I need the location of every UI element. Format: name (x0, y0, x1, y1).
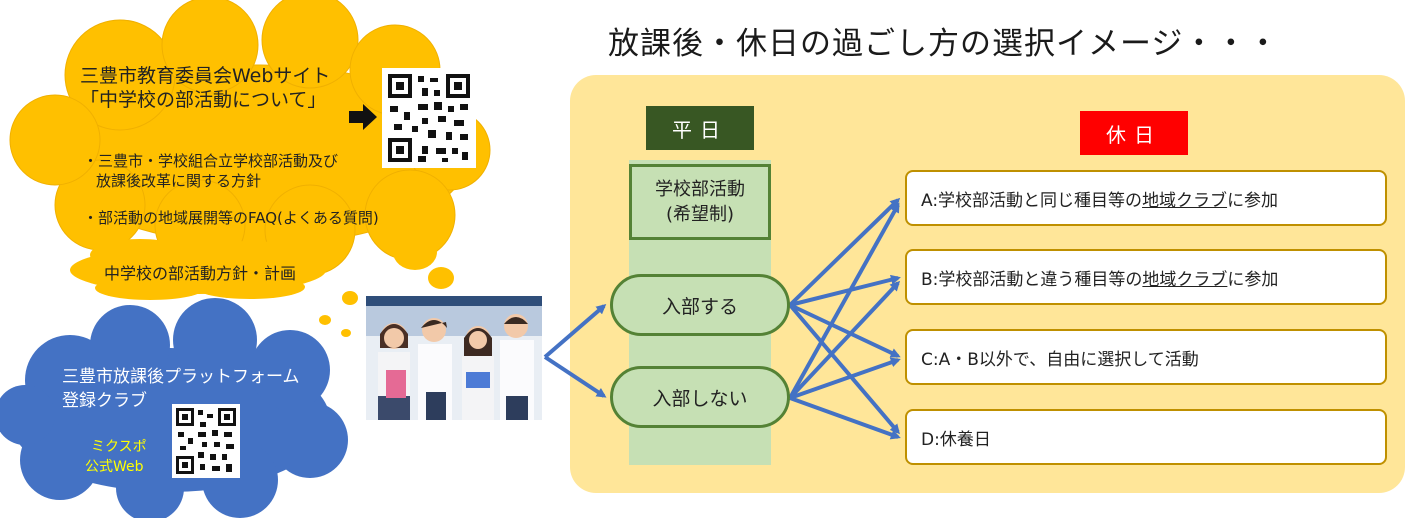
arrow-notjoin-to-a (788, 202, 900, 399)
option-d-text: D:休養日 (921, 429, 991, 450)
holiday-option-d: D:休養日 (905, 409, 1387, 465)
page-title: 放課後・休日の過ごし方の選択イメージ・・・ (608, 26, 1280, 62)
holiday-option-b: B:学校部活動と違う種目等の地域クラブに参加 (905, 249, 1387, 305)
education-board-title-line2: 「中学校の部活動について」 (80, 89, 327, 111)
policy-bullet-line2: 放課後改革に関する方針 (96, 172, 262, 190)
arrow-join-to-d (788, 303, 900, 435)
option-a-suffix: に参加 (1227, 190, 1279, 211)
holiday-option-a: A:学校部活動と同じ種目等の地域クラブに参加 (905, 170, 1387, 226)
afterschool-platform-line1: 三豊市放課後プラットフォーム (62, 367, 300, 387)
school-club-activity-note: (希望制) (665, 204, 735, 225)
weekday-header: 平日 (646, 106, 754, 150)
mixspo-label: ミクスポ 公式Web (85, 437, 147, 477)
blue-cloud (0, 298, 348, 518)
afterschool-platform-line2: 登録クラブ (62, 391, 147, 411)
option-c-text: C:A・B以外で、自由に選択して活動 (921, 349, 1199, 370)
education-board-title-line1: 三豊市教育委員会Webサイト (80, 65, 331, 87)
policy-bullet: ・三豊市・学校組合立学校部活動及び 放課後改革に関する方針 (83, 151, 338, 191)
holiday-option-c: C:A・B以外で、自由に選択して活動 (905, 329, 1387, 385)
mixspo-line1: ミクスポ (91, 439, 147, 455)
option-a-prefix: A:学校部活動と同じ種目等の (921, 190, 1143, 211)
arrow-right-icon (349, 104, 377, 130)
arrow-notjoin-to-d (789, 396, 901, 440)
students-illustration (366, 296, 542, 420)
faq-bullet: ・部活動の地域展開等のFAQ(よくある質問) (83, 209, 379, 227)
arrow-notjoin-to-c (789, 357, 901, 400)
holiday-header: 休日 (1080, 111, 1188, 155)
school-club-activity-label: 学校部活動 (655, 179, 745, 200)
option-b-prefix: B:学校部活動と違う種目等の (921, 269, 1143, 290)
mixspo-line2: 公式Web (85, 459, 144, 475)
option-a-club: 地域クラブ (1142, 190, 1228, 211)
arrow-to-join (543, 304, 607, 359)
not-join-club-option: 入部しない (610, 366, 790, 428)
qr-code-mixspo[interactable] (172, 404, 240, 478)
qr-code-education-board[interactable] (382, 68, 476, 168)
arrow-to-not-join (543, 355, 607, 398)
thought-bubbles (319, 234, 454, 337)
arrow-join-to-b (789, 274, 901, 307)
education-board-website-title[interactable]: 三豊市教育委員会Webサイト 「中学校の部活動について」 (80, 64, 330, 112)
arrow-notjoin-to-b (788, 280, 901, 400)
option-b-suffix: に参加 (1227, 269, 1279, 290)
arrow-join-to-a (788, 197, 901, 307)
policy-bullet-line1: ・三豊市・学校組合立学校部活動及び (83, 152, 339, 170)
afterschool-platform-title: 三豊市放課後プラットフォーム 登録クラブ (62, 365, 300, 413)
option-b-club: 地域クラブ (1142, 269, 1228, 290)
school-club-activity-box: 学校部活動 (希望制) (629, 164, 771, 240)
join-club-option: 入部する (610, 274, 790, 336)
small-yellow-cloud (70, 239, 326, 300)
club-policy-plan-label: 中学校の部活動方針・計画 (104, 264, 297, 283)
arrow-join-to-c (789, 303, 901, 358)
